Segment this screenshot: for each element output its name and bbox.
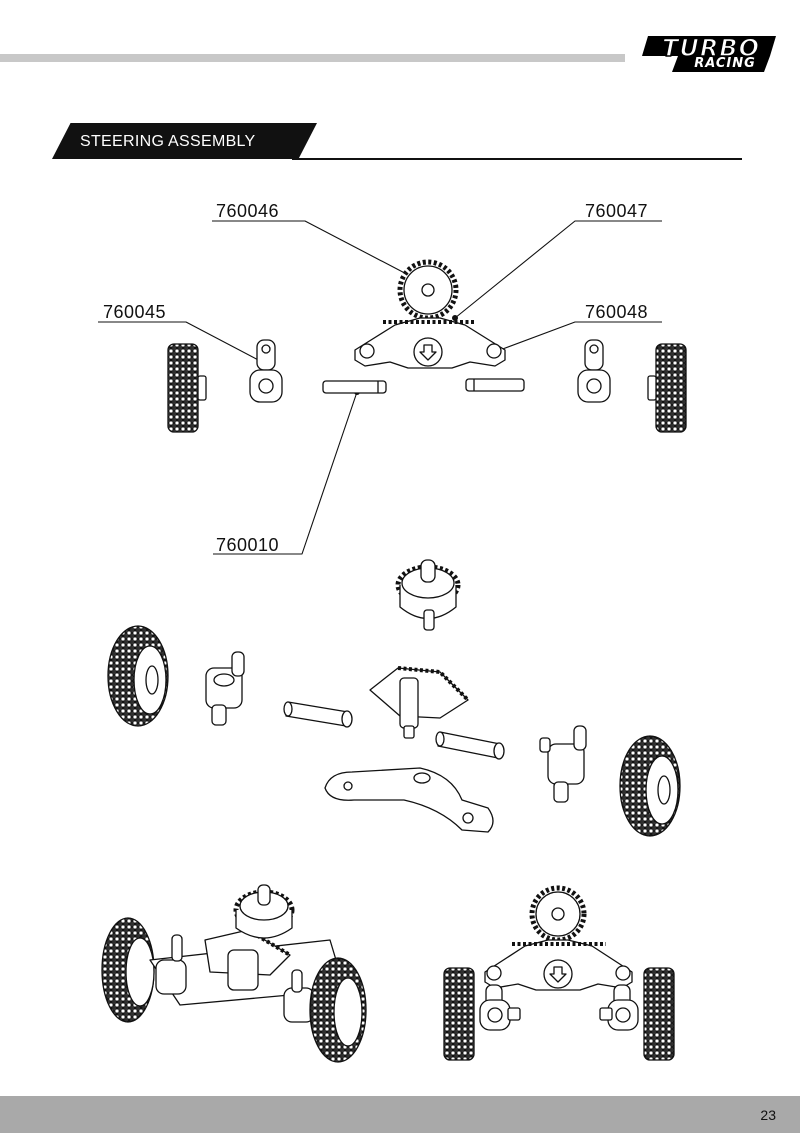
wheel-left-top [167,343,207,433]
iso-knuckle-right [539,725,587,803]
part-number-760045: 760045 [103,302,167,322]
part-number-760047: 760047 [585,201,649,221]
spur-gear-760046 [397,259,459,321]
section-title-tab [52,123,317,159]
section-title: STEERING ASSEMBLY [80,133,256,150]
assembled-top-view [443,885,675,1061]
iso-pin-left [283,701,353,728]
part-number-760046: 760046 [216,201,280,221]
part-number-760048: 760048 [585,302,649,322]
steering-knuckle-left-760045 [249,339,283,403]
part-number-760010: 760010 [216,535,280,555]
wheel-right-top [647,343,687,433]
servo-saver-hole-760048 [486,343,502,359]
section-underline [292,158,742,160]
pin-left-760010 [322,380,387,394]
iso-servo-saver [369,666,470,739]
iso-pin-right [435,731,505,760]
leader-lines [98,220,662,555]
iso-knuckle-left [205,651,245,726]
assembled-isometric [101,884,367,1063]
header-rule-bar [0,54,625,62]
steering-servo-saver-760047 [354,317,506,369]
iso-wheel-right [619,735,681,837]
section-header: STEERING ASSEMBLY [52,123,742,161]
logo-shape [642,36,776,72]
brand-logo: TURBO RACING [640,32,780,76]
footer-bar: 23 [0,1096,800,1133]
steering-knuckle-right [577,339,611,403]
pin-right [465,378,525,392]
logo-wordmark-turbo: TURBO [661,33,761,63]
iso-steering-plate [324,767,494,833]
page-number: 23 [760,1107,776,1123]
iso-gear [395,559,461,631]
logo-wordmark-racing: RACING [694,56,756,71]
iso-wheel-left [107,625,169,727]
